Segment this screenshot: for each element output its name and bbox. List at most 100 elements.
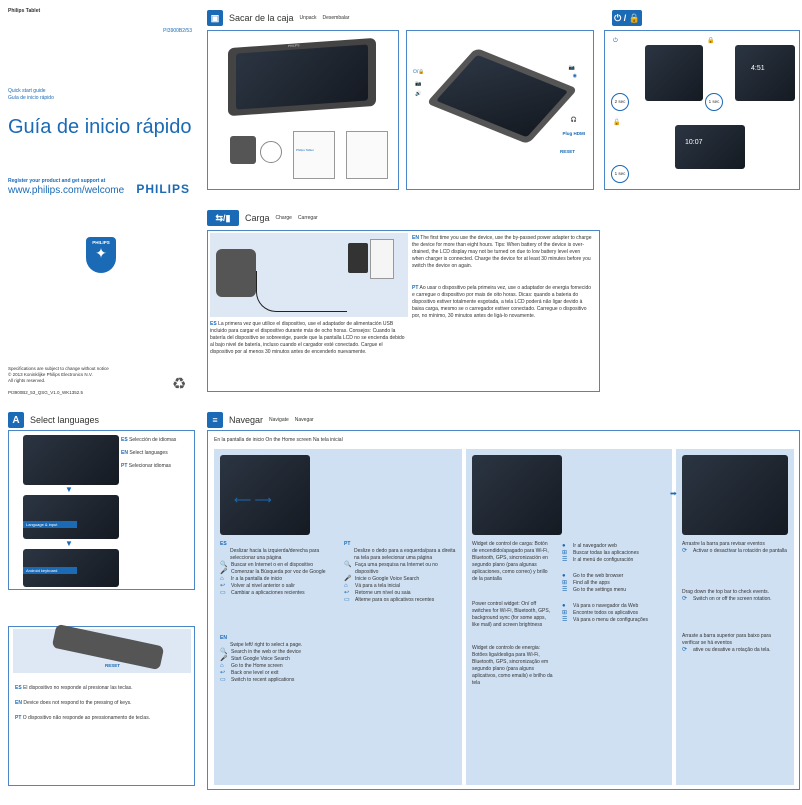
nav-es-item-search: 🔍Buscar en Internet o en el dispositivo [220,562,340,569]
charge-pt-text: Ao usar o dispositivo pela primeira vez,… [412,285,592,319]
reset-list: ES El dispositivo no responde al presion… [15,685,191,722]
cover-brand-small: Philips Tablet [8,8,41,14]
nav-pt-lead: Deslize o dedo para a esquerda/para a di… [354,548,456,561]
nav-en-item-back: ↩Back one level or exit [220,670,340,677]
nav-bar-pt: Arraste a barra superior para baixo para… [682,633,788,654]
cover-panel: Philips Tablet PI3900B2/53 Quick start g… [0,0,200,400]
apps-pt-2: Vá para o menu de configurações [573,617,649,623]
power-adapter-image [230,136,256,164]
overview-panel: ⏻/🔒 📷 🔊 📷 ◉ 🎧 Plug HDMI RESET [406,30,594,190]
nav-widget-screen [472,455,562,535]
clock-2: 10:07 [685,139,703,146]
recent-apps-icon: ▭ [220,677,226,683]
home-icon: ⌂ [220,576,224,582]
apps-en-2: Go to the settings menu [573,587,627,593]
timer-2sec: 2 sec [611,93,629,111]
lang-screen-1 [23,435,119,485]
camera-right-icon: 📷 [568,65,575,71]
power-header: ⏻ / 🔒 [612,10,642,26]
arrow-down-2: ▼ [65,539,73,548]
nav-pt-item-4: Alterne para os aplicativos recentes [355,597,435,603]
reset-pin-label: RESET [105,663,121,668]
apps-grid-icon: ⊞ [562,550,568,556]
nav-header: ≡ Navegar Navigate Navegar [207,412,314,428]
apps-grid-icon: ⊞ [562,610,568,616]
lang-item-es-text: Selección de idiomas [129,437,177,443]
recent-apps-icon: ▭ [344,597,350,603]
search-icon: 🔍 [220,649,228,655]
reset-label: RESET [559,149,575,154]
charge-pt: PT Ao usar o dispositivo pela primeira v… [412,285,592,320]
nav-en-item-1: Start Google Voice Search [231,656,290,662]
nav-es-item-back: ↩Volver al nivel anterior o salir [220,583,340,590]
cover-url: www.philips.com/welcome [8,185,125,196]
spec-line1: Specifications are subject to change wit… [8,366,109,371]
search-icon: 🔍 [220,562,228,568]
usb-cable-image [260,141,282,163]
lang-item-es: ES Selección de idiomas [121,437,193,444]
charge-es-tag: ES [210,321,217,327]
nav-home-line: En la pantalla de inicio On the Home scr… [214,437,343,443]
nav-widget-en: Power control widget: On/ off switches f… [472,601,551,628]
bar-pt-b: ative ou desative a rotação da tela. [693,647,771,653]
charge-title: Carga [245,213,270,223]
nav-es: ES Deslizar hacia la izquierda/derecha p… [220,541,340,597]
volume-lock-icon: ⏻/🔒 [413,69,425,75]
reset-item-es: ES El dispositivo no responde al presion… [15,685,191,692]
nav-es-item-home: ⌂ Ir a la pantalla de inicio [220,576,340,583]
bar-en-b: Switch on or off the screen rotation. [693,596,772,602]
cover-qs-en: Quick start guide [8,88,46,94]
globe-icon: ● [562,603,566,609]
booklet-image-1: Philips Tablet [293,131,335,179]
philips-shield-icon: PHILIPS ✦ [86,237,116,273]
reset-pt-tag: PT [15,715,22,721]
mic-icon: ◉ [572,73,577,79]
nav-es-item-3: Volver al nivel anterior o salir [231,583,295,589]
nav-pt-item-0: Faça uma pesquisa na Internet ou no disp… [355,562,438,575]
apps-en-0: Go to the web browser [573,573,624,579]
recycle-icon: ♻ [172,376,187,393]
nav-pt-item-3: Retorne um nível ou saia [355,590,411,596]
lang-header: A Select languages [8,412,99,428]
lang-item-en: EN Select languages [121,450,193,457]
timer-1sec-b: 1 sec [611,165,629,183]
globe-icon: ● [562,543,566,549]
cover-title: Guía de inicio rápido [8,116,192,138]
philips-logo: PHILIPS [136,182,190,196]
nav-apps-pt: ●Vá para o navegador da Web ⊞Encontre to… [562,603,666,624]
unpack-header: ▣ Sacar de la caja Unpack Desembalar [207,10,349,26]
power-screen-2: 4:51 [735,45,795,101]
nav-bar-screen [682,455,788,535]
booklet-image-2 [346,131,388,179]
back-icon: ↩ [220,670,226,676]
cover-model: PI3900B2/53 [163,28,192,34]
nav-es-item-2: Ir a la pantalla de inicio [231,576,283,582]
settings-icon: ☰ [562,617,568,623]
tablet-brand: PHILIPS [288,43,300,48]
nav-en-item-0: Search in the web or the device [231,649,302,655]
charge-en-text: The first time you use the device, use t… [412,235,592,269]
swipe-arrows-icon: ⟵ ⟶ [234,493,272,507]
lang-screen-2: Language & input [23,495,119,539]
lang-list: ES Selección de idiomas EN Select langua… [121,437,193,470]
reset-en-text: Device does not respond to the pressing … [23,700,132,706]
shield-text: PHILIPS [92,240,110,245]
bar-pt-a: Arraste a barra superior para baixo para… [682,633,771,646]
charge-header: ⇆/▮ Carga Charge Carregar [207,210,318,226]
apps-en-1: Find all the apps [573,580,610,586]
mic-icon: 🎤 [220,569,228,575]
charge-sub2: Carregar [297,214,318,221]
nav-apps-es: ●Ir al navegador web ⊞Buscar todas las a… [562,543,666,564]
nav-es-item-0: Buscar en Internet o en el dispositivo [231,562,313,568]
nav-widget-box[interactable]: Widget de control de carga: Botón de enc… [466,449,672,785]
booklet-text: Philips Tablet [296,148,314,152]
nav-bar-box[interactable]: ➡ Arrastre la barra para revisar eventos… [670,449,794,785]
spec-line3: All rights reserved. [8,378,46,383]
nav-swipe-box[interactable]: ⟵ ⟶ ES Deslizar hacia la izquierda/derec… [214,449,462,785]
nav-es-item-4: Cambiar a aplicaciones recientes [231,590,305,596]
nav-en-item-home: ⌂Go to the Home screen [220,663,340,670]
reset-item-pt: PT O dispositivo não responde ao pressio… [15,715,191,722]
nav-sub2: Navegar [294,416,314,423]
lang-screen-3: Android keyboard [23,549,119,587]
nav-pt-item-search: 🔍Faça uma pesquisa na Internet ou no dis… [344,562,458,576]
